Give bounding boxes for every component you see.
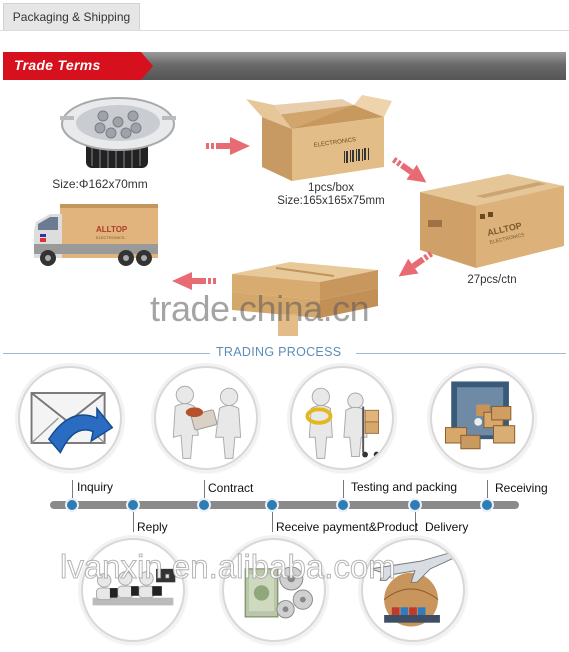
stem-contract (204, 480, 205, 502)
tab-underline (0, 30, 569, 31)
arrow-down-right-icon (391, 157, 427, 183)
step-delivery: Delivery (425, 520, 469, 534)
carton-image: ALLTOP ELECTRONICS (420, 174, 564, 268)
call-center-icon (92, 568, 176, 606)
single-box-image: ELECTRONICS (246, 95, 392, 181)
trade-terms-label: Trade Terms (14, 57, 101, 73)
dot-receiving (480, 498, 494, 512)
stem-delivery (415, 508, 416, 532)
payment-circle (222, 538, 326, 642)
box-qty-caption: 1pcs/box (307, 182, 355, 194)
stacked-cartons-image (232, 262, 378, 336)
inquiry-circle (18, 366, 122, 470)
step-receive-payment: Receive payment&Product (276, 520, 419, 534)
step-testing-packing: Testing and packing (351, 480, 458, 494)
delivery-truck-image: ALLTOP ELECTRONICS (34, 204, 158, 266)
dot-reply (126, 498, 140, 512)
stem-inquiry (72, 480, 73, 502)
watermark-top: trade.china.cn (150, 288, 370, 329)
step-contract: Contract (208, 481, 254, 495)
arrow-left-icon (172, 272, 216, 290)
testing-figures-icon (305, 387, 380, 459)
arrow-down-left-icon (398, 251, 434, 277)
reply-circle (81, 538, 185, 642)
tab-packaging-shipping[interactable]: Packaging & Shipping (3, 3, 140, 30)
contract-circle (154, 366, 258, 470)
arrow-right-icon (206, 137, 250, 155)
carton-qty-caption: 27pcs/ctn (467, 274, 517, 286)
truck-brand-sub: ELECTRONICS (96, 235, 125, 240)
money-gears-icon (244, 566, 313, 619)
trade-terms-banner-red (3, 52, 153, 80)
led-downlight-image (60, 97, 176, 168)
dot-inquiry (65, 498, 79, 512)
warehouse-icon (444, 381, 516, 450)
product-size-caption: Size:Φ162x70mm (52, 177, 148, 191)
step-receiving: Receiving (495, 481, 548, 495)
testing-packing-circle (290, 366, 394, 470)
step-inquiry: Inquiry (77, 480, 114, 494)
handshake-figures-icon (172, 385, 242, 459)
stem-receiving (487, 480, 488, 502)
airplane-ship-icon (370, 552, 457, 627)
watermark-bottom: lvanxin.en.alibaba.com (60, 548, 397, 586)
trading-process-title: TRADING PROCESS (216, 345, 342, 359)
process-heading-line-right (356, 353, 566, 354)
truck-brand: ALLTOP (96, 225, 128, 234)
dot-testing (336, 498, 350, 512)
svg-text:ELECTRONICS: ELECTRONICS (313, 137, 356, 149)
delivery-circle (361, 538, 465, 642)
dot-delivery (408, 498, 422, 512)
stem-testing (343, 480, 344, 502)
stem-reply (133, 508, 134, 532)
process-timeline (50, 501, 519, 509)
box-size-caption: Size:165x165x75mm (277, 195, 385, 207)
mail-icon (30, 392, 114, 454)
process-heading-line-left (3, 353, 210, 354)
dot-receive-payment (265, 498, 279, 512)
step-reply: Reply (137, 520, 168, 534)
stem-receive-payment (272, 508, 273, 532)
receiving-circle (430, 366, 534, 470)
dot-contract (197, 498, 211, 512)
